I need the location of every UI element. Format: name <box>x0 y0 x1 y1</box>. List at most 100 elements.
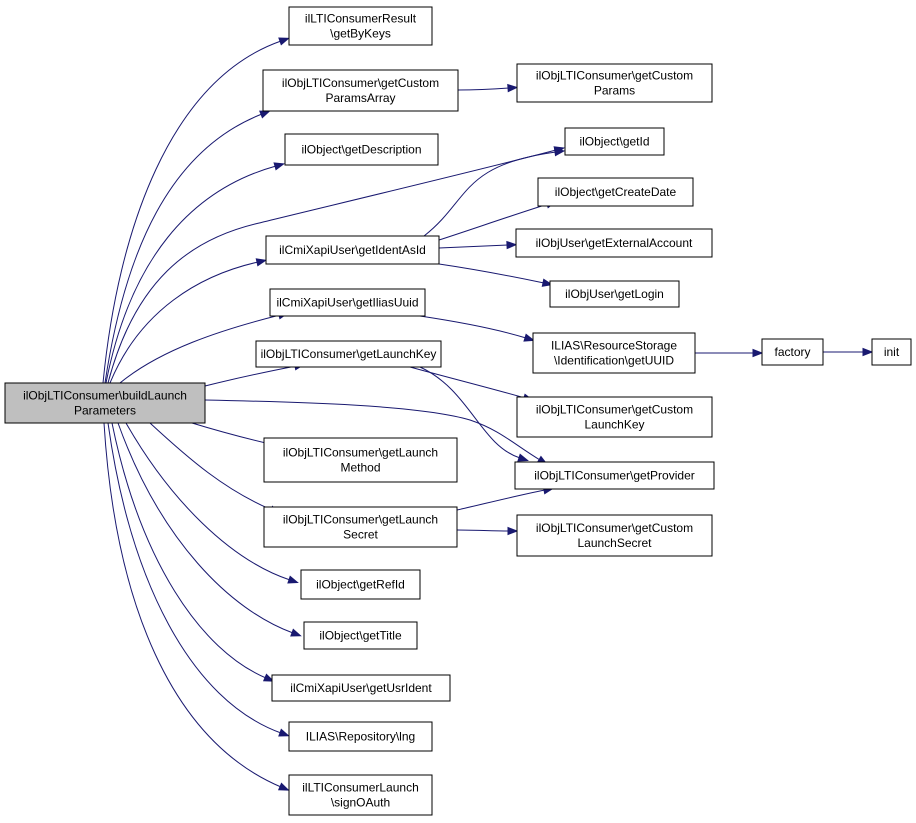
node-box[interactable] <box>871 338 912 366</box>
edge-line <box>103 422 282 788</box>
edge-line <box>125 422 291 581</box>
node-box[interactable] <box>288 721 433 752</box>
edge-line <box>409 366 526 399</box>
node-box[interactable] <box>4 382 206 424</box>
node-box[interactable] <box>303 621 418 650</box>
edge-factory-to-init <box>822 347 874 357</box>
edge-getCustomParamsArray-to-getCustomParams <box>457 83 519 93</box>
node-label-line: Method <box>340 461 380 475</box>
node-box[interactable] <box>515 228 713 258</box>
edge-line <box>457 87 510 91</box>
edge-arrowhead <box>517 453 529 462</box>
node-box[interactable] <box>288 774 433 816</box>
edge-arrowhead <box>277 782 290 791</box>
edge-buildLaunchParameters-to-getRefId <box>125 422 299 584</box>
edge-arrowhead <box>523 333 535 342</box>
edge-line <box>111 422 267 679</box>
edge-buildLaunchParameters-to-getCustomParamsArray <box>104 110 271 384</box>
node-box[interactable] <box>288 6 433 46</box>
node-box[interactable] <box>516 396 713 438</box>
node-box[interactable] <box>255 340 442 368</box>
node-getTitle[interactable]: ilObject\getTitle <box>303 621 418 650</box>
edge-arrowhead <box>507 526 519 536</box>
edge-buildLaunchParameters-to-lng <box>107 422 290 737</box>
node-getProvider[interactable]: ilObjLTIConsumer\getProvider <box>514 461 715 490</box>
node-box[interactable] <box>549 280 680 308</box>
node-lng[interactable]: ILIAS\Repository\lng <box>288 721 433 752</box>
edge-buildLaunchParameters-to-getIdentAsId <box>109 258 268 384</box>
node-init[interactable]: init <box>871 338 912 366</box>
edge-arrowhead <box>506 240 518 250</box>
node-getLogin[interactable]: ilObjUser\getLogin <box>549 280 680 308</box>
node-label-line: Secret <box>343 528 378 542</box>
edge-arrowhead <box>278 728 290 737</box>
node-box[interactable] <box>265 235 440 265</box>
edge-line <box>438 244 509 249</box>
node-box[interactable] <box>514 461 715 490</box>
node-box[interactable] <box>516 514 713 557</box>
node-box[interactable] <box>516 63 713 103</box>
node-box[interactable] <box>269 288 426 317</box>
edge-getIdentAsId-to-getExternalAccount <box>438 240 518 250</box>
node-box[interactable] <box>564 127 665 156</box>
edge-line <box>107 149 557 384</box>
node-label-line: ilCmiXapiUser\getUsrIdent <box>290 681 432 695</box>
node-label-line: Params <box>594 84 635 98</box>
node-getIdentAsId[interactable]: ilCmiXapiUser\getIdentAsId <box>265 235 440 265</box>
edge-line <box>119 314 281 384</box>
node-label-line: ILIAS\Repository\lng <box>306 730 415 744</box>
node-label-line: LaunchKey <box>584 418 644 432</box>
edge-arrowhead <box>262 673 275 682</box>
edge-arrowhead <box>862 347 874 357</box>
edge-line <box>149 422 273 511</box>
edge-getLaunchSecret-to-getProvider <box>456 486 555 511</box>
edge-line <box>117 422 294 634</box>
edge-line <box>204 365 297 387</box>
edge-buildLaunchParameters-to-getLaunchSecret <box>149 422 281 514</box>
node-box[interactable] <box>262 69 459 112</box>
node-label-line: \Identification\getUUID <box>554 354 674 368</box>
edge-getIdentAsId-to-getLogin <box>438 263 554 287</box>
edge-arrowhead <box>287 575 299 584</box>
edge-line <box>191 422 271 445</box>
edge-getIliasUuid-to-getUUID <box>419 315 535 342</box>
node-label-line: ParamsArray <box>325 91 395 105</box>
edge-line <box>107 422 282 734</box>
node-getByKeys[interactable]: ilLTIConsumerResult\getByKeys <box>288 6 433 46</box>
node-box[interactable] <box>263 437 458 483</box>
node-box[interactable] <box>532 332 696 374</box>
node-getUUID[interactable]: ILIAS\ResourceStorage\Identification\get… <box>532 332 696 374</box>
node-factory[interactable]: factory <box>761 338 824 366</box>
node-getCreateDate[interactable]: ilObject\getCreateDate <box>537 177 694 207</box>
node-getLaunchKey[interactable]: ilObjLTIConsumer\getLaunchKey <box>255 340 442 368</box>
node-getId[interactable]: ilObject\getId <box>564 127 665 156</box>
node-box[interactable] <box>300 569 421 600</box>
node-getIliasUuid[interactable]: ilCmiXapiUser\getIliasUuid <box>269 288 426 317</box>
node-box[interactable] <box>284 133 439 166</box>
node-box[interactable] <box>271 674 451 702</box>
node-label-line: Parameters <box>74 404 136 418</box>
node-box[interactable] <box>761 338 824 366</box>
edge-buildLaunchParameters-to-getTitle <box>117 422 302 637</box>
node-label-line: init <box>884 345 900 359</box>
node-getExternalAccount[interactable]: ilObjUser\getExternalAccount <box>515 228 713 258</box>
edge-getIdentAsId-to-getId <box>423 148 566 237</box>
node-label-line: ilObjLTIConsumer\getCustom <box>536 403 693 417</box>
edge-line <box>438 263 545 284</box>
node-box[interactable] <box>263 506 458 548</box>
node-box[interactable] <box>537 177 694 207</box>
node-getRefId[interactable]: ilObject\getRefId <box>300 569 421 600</box>
node-getDescription[interactable]: ilObject\getDescription <box>284 133 439 166</box>
edge-line <box>419 366 521 459</box>
node-signOAuth[interactable]: ilLTIConsumerLaunch\signOAuth <box>288 774 433 816</box>
node-label-line: ilObject\getCreateDate <box>555 185 677 199</box>
node-getUsrIdent[interactable]: ilCmiXapiUser\getUsrIdent <box>271 674 451 702</box>
